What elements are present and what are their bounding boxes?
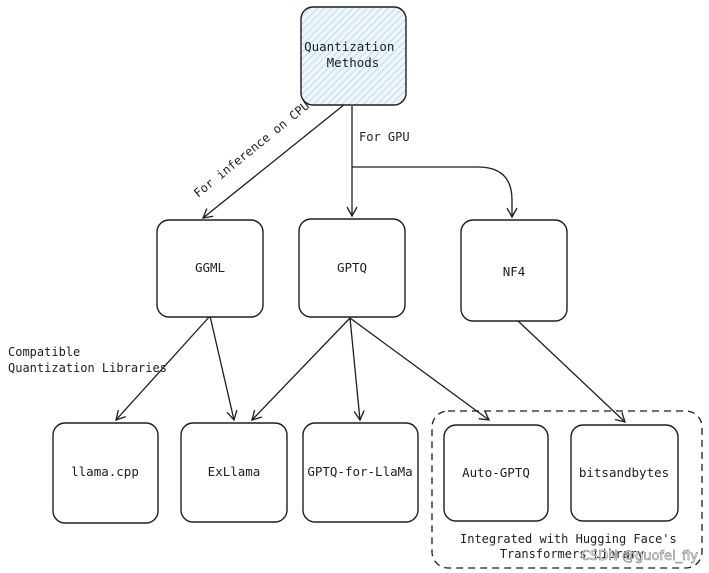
node-nf4: NF4 <box>460 219 568 322</box>
label-integrated-line-2: Transformers Library <box>500 547 645 561</box>
node-nf4-label: NF4 <box>503 264 526 279</box>
edge-root-to-ggml <box>201 103 346 219</box>
label-integrated-with-hugging-face: Integrated with Hugging Face's Transform… <box>460 532 684 561</box>
node-quantization-methods-line-2: Methods <box>327 55 380 70</box>
label-compatible-line-2: Quantization Libraries <box>8 361 167 375</box>
edge-root-to-nf4 <box>352 166 518 219</box>
watermark: CSDN @guofei_fly <box>581 549 699 564</box>
node-quantization-methods: Quantization Methods <box>300 6 407 106</box>
node-exllama: ExLlama <box>180 422 288 523</box>
node-exllama-label: ExLlama <box>208 464 261 479</box>
label-integrated-line-1: Integrated with Hugging Face's <box>460 532 677 546</box>
node-auto-gptq: Auto-GPTQ <box>443 424 549 522</box>
node-ggml: GGML <box>156 219 264 318</box>
node-gptq-label: GPTQ <box>337 260 367 275</box>
label-for-gpu: For GPU <box>359 130 410 144</box>
edge-gptq-to-gptq-for-llama <box>349 317 365 422</box>
node-ggml-label: GGML <box>195 260 225 275</box>
label-compatible-line-1: Compatible <box>8 345 80 359</box>
label-compatible-libraries: Compatible Quantization Libraries <box>8 345 167 375</box>
edge-ggml-to-exllama <box>209 315 238 422</box>
node-quantization-methods-line-1: Quantization <box>304 39 394 54</box>
node-gptq-for-llama: GPTQ-for-LlaMa <box>302 422 419 523</box>
node-llama-cpp: llama.cpp <box>52 422 159 524</box>
edge-ggml-to-llama-cpp <box>115 315 211 421</box>
node-gptq-for-llama-label: GPTQ-for-LlaMa <box>307 464 412 479</box>
node-bitsandbytes: bitsandbytes <box>570 424 679 522</box>
edge-gptq-to-exllama <box>251 317 351 421</box>
integrated-group-border <box>431 410 703 569</box>
node-auto-gptq-label: Auto-GPTQ <box>462 465 530 480</box>
edge-nf4-to-bitsandbytes <box>516 319 626 423</box>
svg-text:Quantization Methods: Quantization Methods <box>304 39 402 70</box>
label-for-inference-on-cpu: For inference on CPU <box>191 99 312 201</box>
node-llama-cpp-label: llama.cpp <box>71 464 139 479</box>
node-gptq: GPTQ <box>298 218 406 318</box>
edge-gptq-to-auto-gptq <box>349 317 491 421</box>
node-bitsandbytes-label: bitsandbytes <box>579 465 669 480</box>
